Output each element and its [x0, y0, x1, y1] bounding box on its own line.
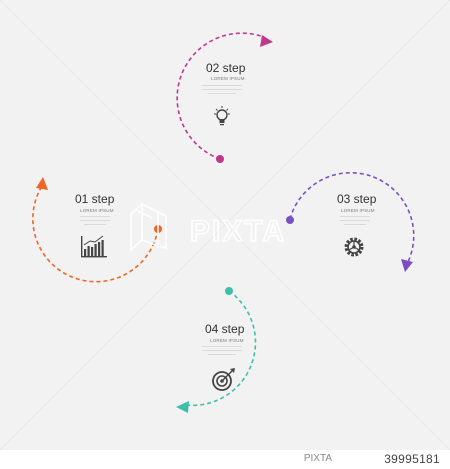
footer-brand: PIXTA — [303, 453, 332, 464]
step-04-placeholder-text — [202, 346, 242, 355]
step-03-start-dot — [286, 216, 294, 224]
gear-icon — [344, 237, 364, 257]
footer-bar: PIXTA 39995181 — [0, 450, 450, 469]
step-03: 03 step LOREM IPSUM — [286, 171, 415, 272]
step-02-placeholder-text — [202, 85, 242, 94]
step-02-start-dot — [216, 155, 224, 163]
step-03-placeholder-text — [340, 216, 370, 225]
step-01-arrowhead — [36, 177, 48, 190]
step-01-title: 01 step — [75, 192, 115, 206]
step-02-arc — [176, 32, 265, 160]
watermark: PIXTA — [130, 202, 286, 252]
step-04-subtitle: LOREM IPSUM — [210, 338, 244, 343]
step-04-start-dot — [225, 287, 233, 295]
step-04: 04 step LOREM IPSUM — [176, 287, 257, 413]
target-icon — [212, 368, 235, 391]
light-bulb-icon — [214, 106, 230, 126]
watermark-logo — [130, 202, 167, 252]
step-02-title: 02 step — [206, 61, 246, 75]
step-03-subtitle: LOREM IPSUM — [341, 208, 375, 213]
watermark-text: PIXTA — [190, 215, 286, 248]
step-04-arc — [185, 290, 257, 407]
step-02: 02 step LOREM IPSUM — [176, 32, 273, 163]
step-03-title: 03 step — [337, 192, 377, 206]
step-03-arc — [289, 171, 415, 263]
background-rays — [0, 0, 450, 451]
step-03-arrowhead — [401, 259, 413, 272]
step-04-arrowhead — [176, 401, 189, 413]
step-04-title: 04 step — [205, 322, 245, 336]
step-01-subtitle: LOREM IPSUM — [80, 208, 114, 213]
footer-image-id: 39995181 — [384, 452, 440, 466]
step-01: 01 step LOREM IPSUM — [32, 177, 162, 283]
step-01-placeholder-text — [80, 216, 110, 225]
bar-chart-icon — [81, 235, 107, 258]
step-02-arrowhead — [260, 35, 273, 47]
step-02-subtitle: LOREM IPSUM — [211, 76, 245, 81]
